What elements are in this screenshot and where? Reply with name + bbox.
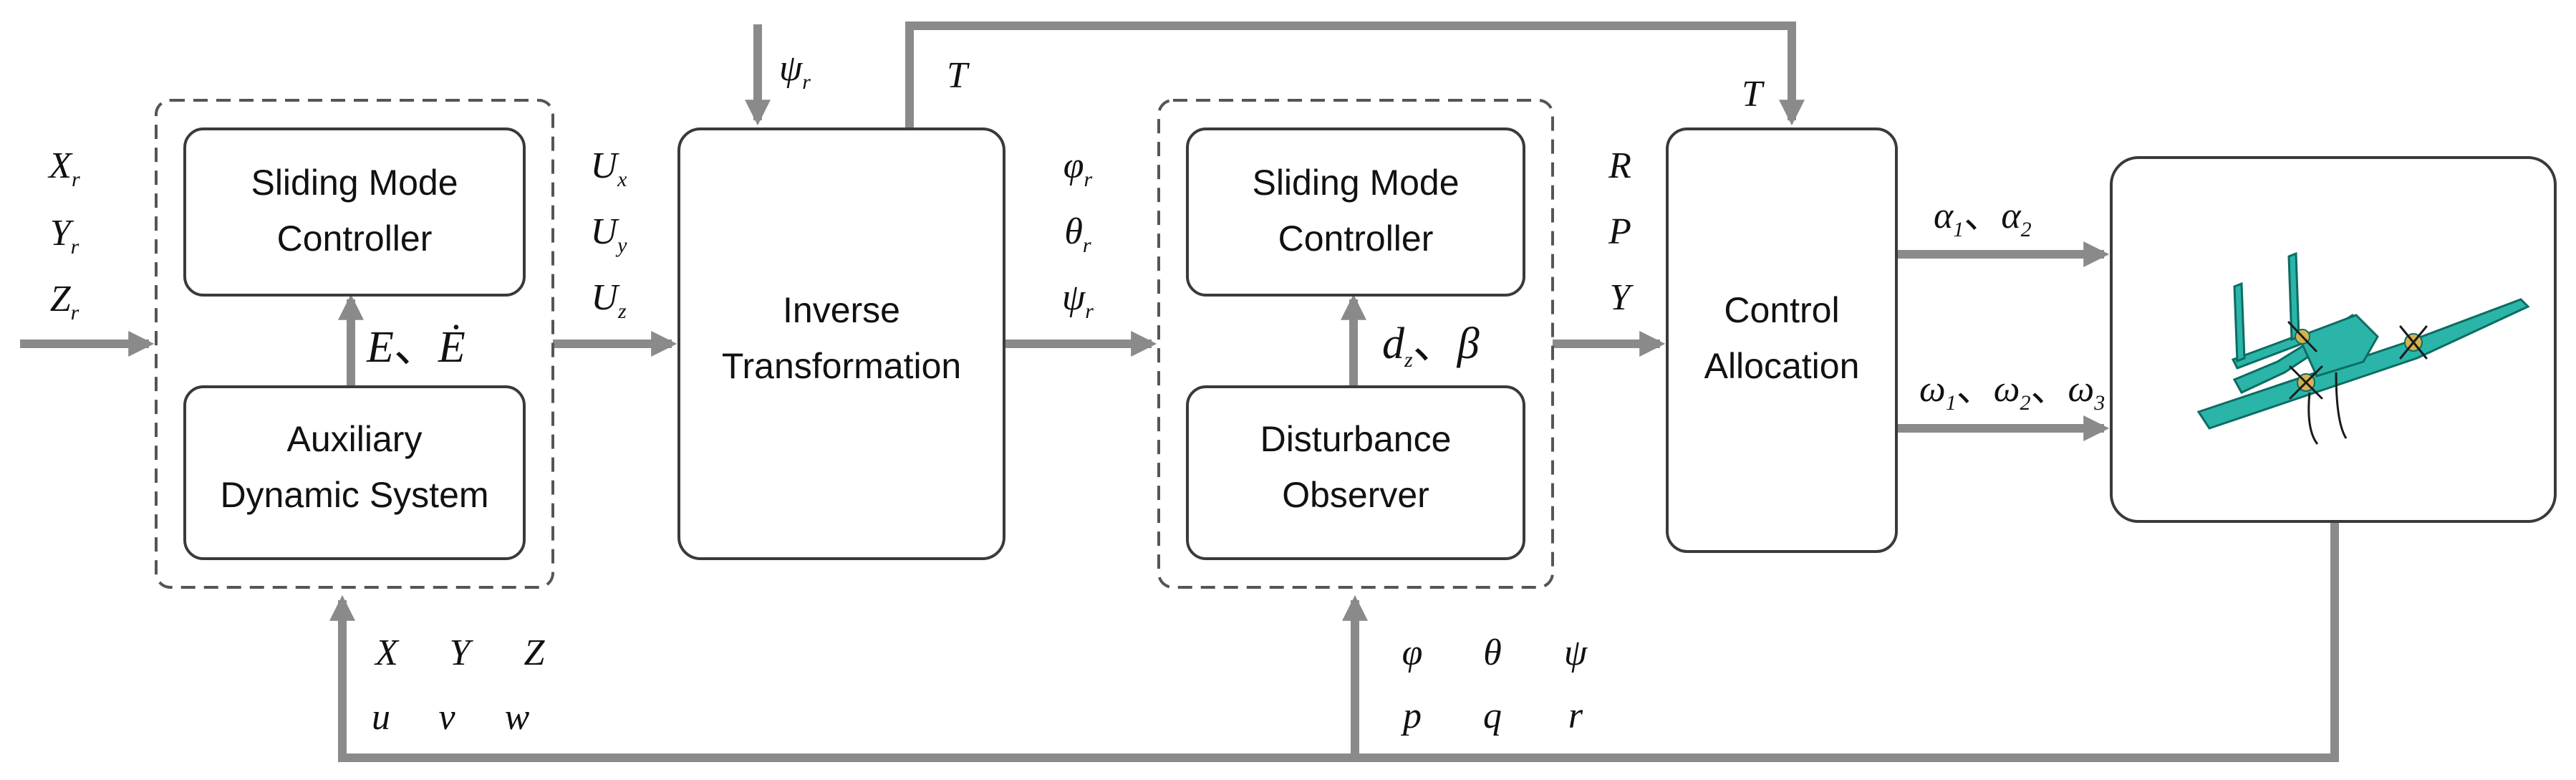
virtual-control-labels: Ux​ Uy​ Uz​	[591, 145, 628, 323]
label-psi-ref-input: ψr​	[779, 48, 811, 94]
thrust-feedforward-arrow	[905, 21, 1805, 129]
label-q: q	[1483, 695, 1502, 736]
disturbance-observer-block: Disturbance Observer	[1186, 385, 1525, 560]
aircraft-plant	[2110, 156, 2557, 523]
position-feedback-labels: X Y Z u v w	[372, 632, 546, 738]
inverse-transformation-block: Inverse Transformation	[677, 127, 1005, 560]
block-label-line1: Control	[1724, 290, 1839, 330]
moment-labels: R P Y	[1608, 145, 1634, 318]
label-ux: Ux​	[591, 145, 628, 191]
block-label-line1: Auxiliary	[287, 419, 423, 459]
label-psi: ψ	[1564, 632, 1588, 673]
attitude-feedback-labels: φ θ ψ p q r	[1400, 632, 1588, 736]
label-thrust-top: T	[947, 55, 970, 96]
smc-attitude-block: Sliding Mode Controller	[1186, 127, 1525, 297]
position-controller-group	[155, 99, 554, 589]
label-x: X	[374, 632, 400, 673]
label-roll-moment: R	[1608, 145, 1631, 186]
label-u: u	[372, 697, 390, 738]
label-tilt-angles: α1​、α2​	[1934, 194, 2032, 241]
label-disturbance-signal: dz​、β	[1382, 317, 1480, 372]
smc-position-block: Sliding Mode Controller	[183, 127, 526, 297]
label-phi: φ	[1402, 632, 1423, 673]
label-yaw-moment: Y	[1610, 277, 1634, 318]
block-label-line2: Dynamic System	[220, 475, 488, 515]
block-label-line2: Controller	[277, 218, 433, 259]
label-z-ref: Zr​	[50, 279, 79, 324]
label-uy: Uy​	[591, 211, 628, 257]
tilt-rotor-aircraft-image	[2196, 251, 2530, 445]
label-r: r	[1568, 695, 1583, 736]
label-psi-ref: ψr​	[1062, 277, 1094, 323]
state-feedback-arrow	[329, 521, 2339, 762]
label-y: Y	[450, 632, 474, 673]
label-thrust-allocation: T	[1742, 74, 1765, 115]
label-theta-ref: θr​	[1064, 211, 1091, 257]
block-label-line1: Inverse	[783, 290, 900, 330]
block-label-line2: Transformation	[722, 346, 961, 386]
label-var: Yr​	[50, 213, 79, 259]
label-p: p	[1400, 695, 1422, 736]
block-label-line1: Sliding Mode	[251, 163, 458, 203]
label-x-ref: Xr​	[47, 145, 80, 191]
block-label-line1: Disturbance	[1260, 419, 1452, 459]
label-y-ref: Yr​	[50, 213, 79, 259]
label-var: Zr​	[50, 279, 79, 324]
label-rotor-speeds: ω1​、ω2​、ω3​	[1919, 367, 2105, 415]
label-theta: θ	[1483, 632, 1502, 673]
label-uz: Uz​	[591, 277, 627, 323]
block-label-line2: Controller	[1278, 218, 1434, 259]
reference-input-labels: Xr​ Yr​ Zr​	[47, 145, 80, 324]
label-v: v	[438, 697, 455, 738]
label-pitch-moment: P	[1608, 211, 1631, 252]
block-label-line2: Allocation	[1704, 346, 1860, 386]
auxiliary-dynamic-system-block: Auxiliary Dynamic System	[183, 385, 526, 560]
block-label-line1: Sliding Mode	[1252, 163, 1459, 203]
label-z: Z	[524, 632, 546, 673]
label-var: Xr​	[47, 145, 80, 191]
attitude-ref-labels: φr​ θr​ ψr​	[1062, 145, 1094, 323]
signal-arrows	[20, 21, 2339, 762]
label-error-signal: E、Ė	[366, 320, 465, 372]
label-w: w	[505, 697, 530, 738]
label-phi-ref: φr​	[1063, 145, 1093, 191]
control-allocation-block: Control Allocation	[1666, 127, 1898, 553]
block-label-line2: Observer	[1282, 475, 1429, 515]
